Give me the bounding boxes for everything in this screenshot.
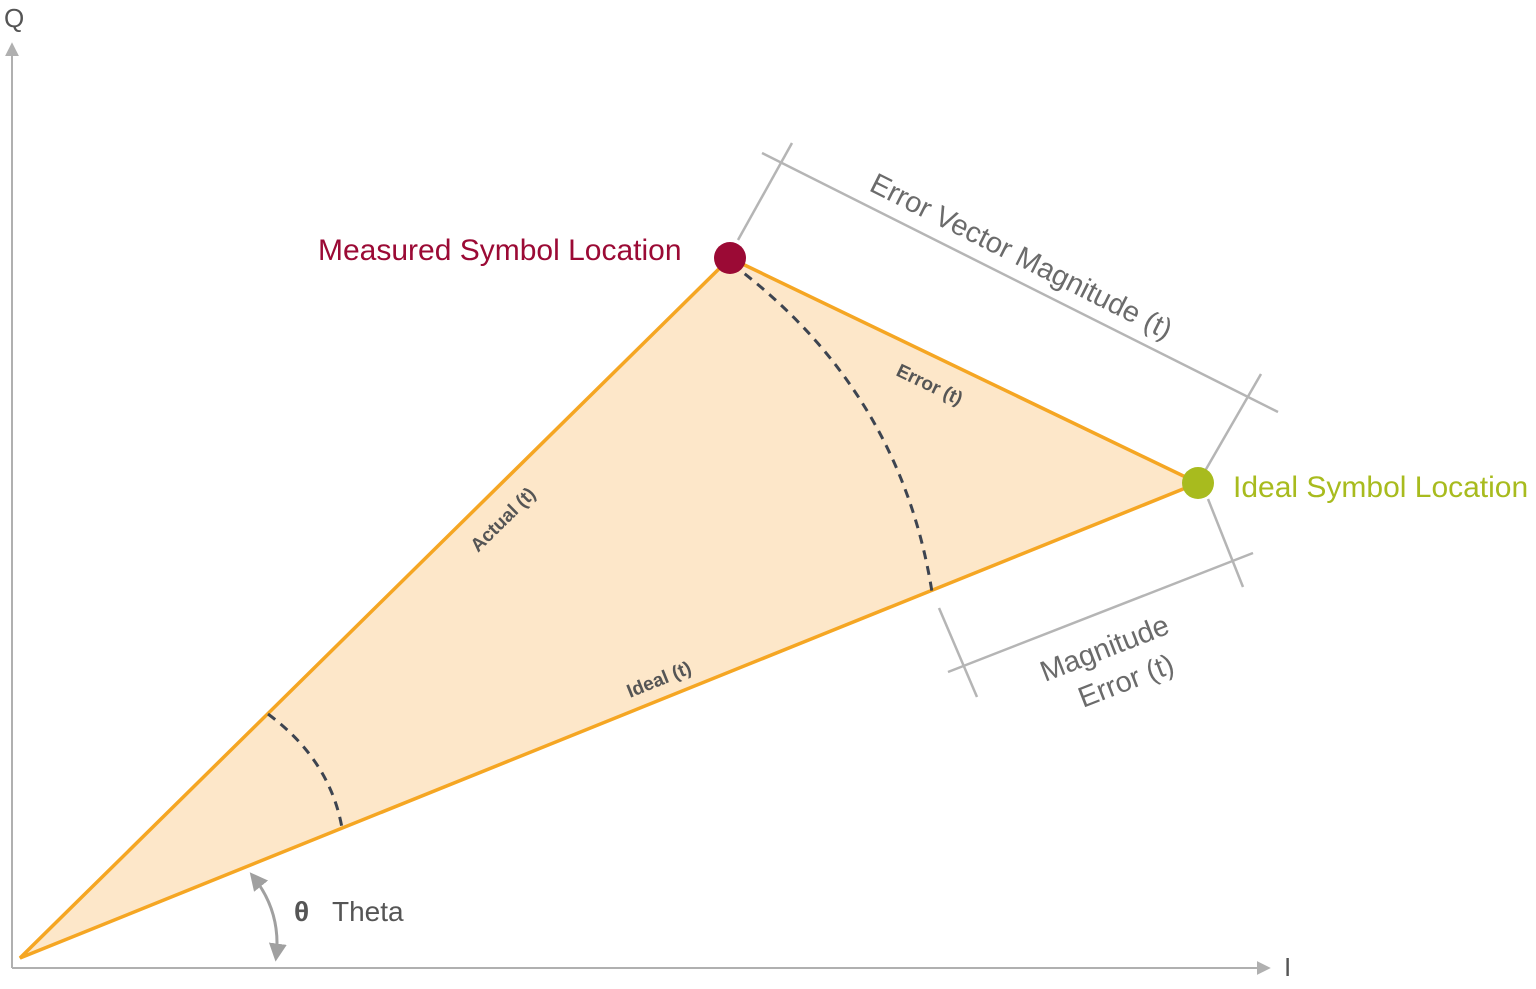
- measured-symbol-point: [714, 242, 746, 274]
- theta-arrow-arc: [249, 872, 287, 962]
- magnitude-extension-right: [1206, 498, 1245, 588]
- ideal-symbol-label: Ideal Symbol Location: [1233, 471, 1528, 504]
- magnitude-dimension-line: [947, 551, 1254, 674]
- theta-symbol: θ: [294, 896, 309, 927]
- measured-symbol-label: Measured Symbol Location: [318, 234, 682, 267]
- i-axis-label: I: [1284, 952, 1291, 982]
- evm-dimension-line: [761, 151, 1279, 414]
- theta-inner-arc: [267, 712, 344, 829]
- magnitude-arc: [731, 262, 934, 593]
- evm-extension-top: [736, 142, 794, 241]
- theta-label: Theta: [332, 896, 404, 927]
- error-triangle: [18, 255, 1203, 960]
- ideal-symbol-point: [1182, 467, 1214, 499]
- magnitude-extension-left: [937, 607, 979, 698]
- q-axis-label: Q: [4, 3, 24, 33]
- evm-label: Error Vector Magnitude (t): [865, 168, 1177, 346]
- evm-extension-bottom: [1203, 373, 1263, 472]
